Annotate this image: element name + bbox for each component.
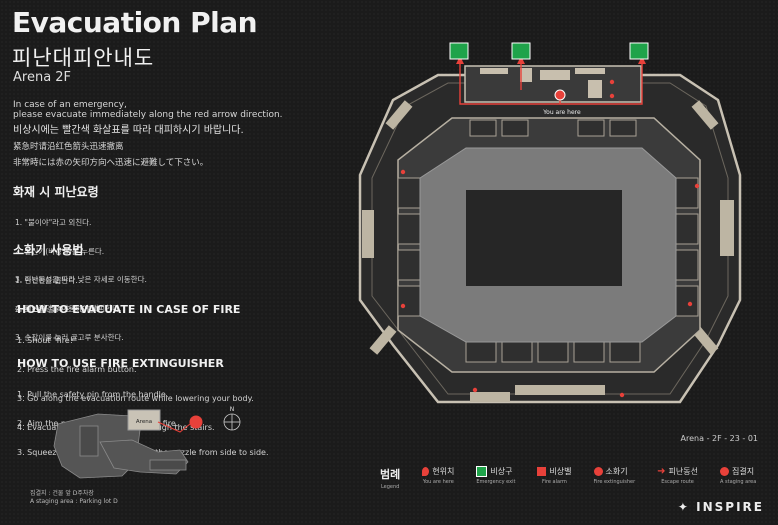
site-minimap: Arena N xyxy=(53,406,241,479)
location-pin-icon xyxy=(554,89,566,101)
minimap-arena-block xyxy=(127,409,161,431)
south-outer-block-1 xyxy=(470,392,510,402)
plan-code: Arena - 2F - 23 - 01 xyxy=(680,434,758,443)
list-item: 1. 안전핀을 뽑는다. xyxy=(15,276,78,285)
intro-japanese: 非常時には赤の矢印方向へ迅速に避難して下さい。 xyxy=(13,158,209,168)
extinguisher-english-heading: HOW TO USE FIRE EXTINGUISHER xyxy=(17,357,224,370)
fire-extinguisher-icon xyxy=(400,79,700,398)
list-item: 3. 피난동선을 따라 낮은 자세로 이동한다. xyxy=(15,275,147,284)
intro-korean: 비상시에는 빨간색 화살표를 따라 대피하시기 바랍니다. xyxy=(13,125,244,136)
legend-title-sub: Legend xyxy=(380,484,400,490)
list-item: 2. 발신기(비상벨)를 누른다. xyxy=(15,246,105,256)
staging-area-korean: 집결지 : 건물 앞 D주차장 xyxy=(30,490,94,497)
extinguisher-korean-steps: 1. 안전핀을 뽑는다. 2. 호스를 불 쪽으로 향한다. 3. 손잡이를 눌… xyxy=(15,257,124,362)
legend: 범례 Legend 현위치 You are here 비상구 Emergency… xyxy=(380,466,756,490)
fire-procedure-english-heading: HOW TO EVACUATE IN CASE OF FIRE xyxy=(17,303,241,316)
floor-subtitle: Arena 2F xyxy=(13,70,72,85)
list-item: 3. Go along the evacuation route while l… xyxy=(17,393,254,403)
legend-item: 비상구 Emergency exit xyxy=(476,466,516,485)
extinguisher-korean-heading: 소화기 사용법 xyxy=(13,243,84,257)
brand-logo: ✦ INSPIRE xyxy=(678,500,764,514)
list-item: 1. Pull the safety pin from the handle. xyxy=(17,390,169,400)
brand-emblem-icon: ✦ xyxy=(677,500,697,514)
intro-chinese: 紧急时请沿红色箭头迅速撤离 xyxy=(13,142,124,152)
list-item: 1. "불이야"라고 외친다. xyxy=(15,218,92,227)
inner-concourse-line xyxy=(371,82,729,395)
list-item: 2. Press the fire alarm button. xyxy=(17,364,137,374)
you-are-here-label: You are here xyxy=(542,109,581,116)
emergency-exit-icon xyxy=(449,42,649,60)
list-item: 4. 피난계단을 이용하여 대피한다. xyxy=(15,303,122,313)
intro-english-line-2: please evacuate immediately along the re… xyxy=(13,110,283,120)
arena-floor-plan: You are here xyxy=(358,42,742,404)
east-outer-block xyxy=(720,200,734,256)
legend-title-block: 범례 Legend xyxy=(380,466,400,490)
list-item: 2. 호스를 불 쪽으로 향한다. xyxy=(15,304,104,314)
fire-procedure-korean-heading: 화재 시 피난요령 xyxy=(13,185,99,199)
staging-area-note: 집결지 : 건물 앞 D주차장 A staging area : Parking… xyxy=(30,490,118,506)
fire-procedure-korean-steps: 1. "불이야"라고 외친다. 2. 발신기(비상벨)를 누른다. 3. 피난동… xyxy=(15,199,147,332)
fire-extinguisher-icon xyxy=(593,467,603,476)
page-title: Evacuation Plan xyxy=(12,6,258,39)
page-title-korean: 피난대피안내도 xyxy=(12,46,155,70)
intro-english-line-1: In case of an emergency, xyxy=(13,100,127,110)
west-outer-block xyxy=(362,210,374,258)
legend-item: ➜피난동선 Escape route xyxy=(657,466,698,485)
escape-arrow-icons xyxy=(456,56,646,64)
escape-route-icon: ➜ xyxy=(657,466,666,477)
south-outer-block-2 xyxy=(515,385,605,395)
legend-item: 소화기 Fire extinguisher xyxy=(593,467,636,485)
list-item: 3. 손잡이를 눌러 골고루 분사한다. xyxy=(15,333,124,342)
location-pin-icon xyxy=(422,467,430,476)
center-court xyxy=(466,190,622,286)
legend-item: 집결지 A staging area xyxy=(720,467,757,485)
staging-area-english: A staging area : Parking lot D xyxy=(30,498,118,505)
minimap-arena-label: Arena xyxy=(136,419,152,425)
list-item: 1. Shout "fire!" xyxy=(17,336,77,346)
legend-item: 비상벨 Fire alarm xyxy=(537,466,572,485)
legend-title: 범례 xyxy=(380,468,401,481)
minimap-staging-marker xyxy=(189,415,203,429)
minimap-route-line xyxy=(157,421,191,433)
legend-item: 현위치 You are here xyxy=(422,467,455,485)
fire-alarm-icon xyxy=(537,467,547,476)
brand-name: INSPIRE xyxy=(696,500,764,514)
compass-north-label: N xyxy=(230,406,235,413)
staging-area-icon xyxy=(720,467,729,476)
emergency-exit-icon xyxy=(476,466,488,477)
